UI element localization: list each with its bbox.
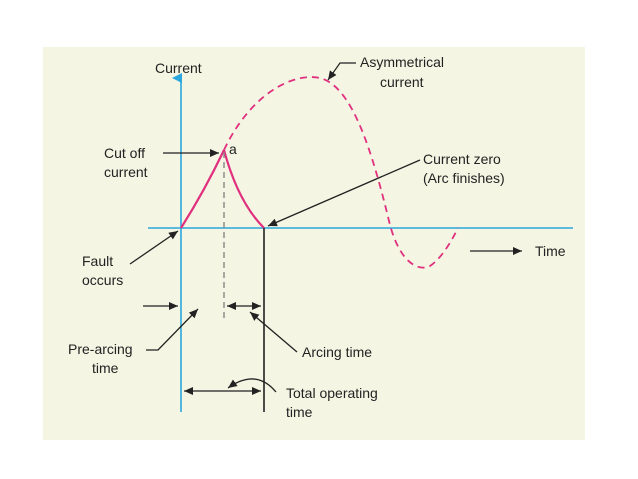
total-operating-leader xyxy=(227,378,277,393)
fault-arrow xyxy=(129,230,179,265)
arcing-time-leader xyxy=(249,311,298,353)
cutoff-label-line1: Cut off xyxy=(104,145,145,161)
total-operating-label-line2: time xyxy=(286,404,313,420)
cutoff-current-rise-curve xyxy=(180,149,225,229)
cutoff-label-line2: current xyxy=(104,164,148,180)
pre-arcing-leader xyxy=(146,308,199,351)
arc-decay-curve xyxy=(222,149,265,229)
arcing-time-label: Arcing time xyxy=(302,344,372,360)
current-zero-arrow xyxy=(267,159,421,227)
diagram-panel xyxy=(43,47,585,440)
asymmetrical-leader xyxy=(327,62,356,81)
fault-label-line2: occurs xyxy=(82,272,123,288)
pre-arcing-label-line1: Pre-arcing xyxy=(68,341,133,357)
time-axis-label: Time xyxy=(535,243,566,259)
pre-arcing-label-line2: time xyxy=(92,360,119,376)
current-zero-label-line1: Current zero xyxy=(423,151,501,167)
asymmetrical-label-line1: Asymmetrical xyxy=(360,54,444,70)
current-axis-label: Current xyxy=(155,60,202,76)
fault-label-line1: Fault xyxy=(82,253,113,269)
asymmetrical-label-line2: current xyxy=(380,74,424,90)
total-operating-label-line1: Total operating xyxy=(286,385,378,401)
current-zero-label-line2: (Arc finishes) xyxy=(423,170,505,186)
point-a-label: a xyxy=(229,141,237,157)
asymmetrical-current-curve xyxy=(223,76,459,269)
